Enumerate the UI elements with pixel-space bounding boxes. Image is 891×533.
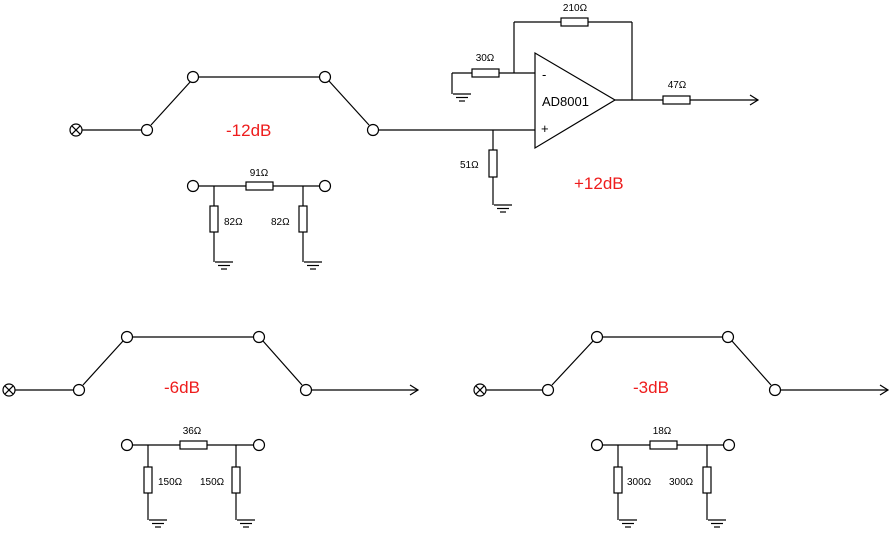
shunt-resistor <box>613 466 623 494</box>
bias-resistor <box>488 149 498 178</box>
bias-resistor-label: 51Ω <box>460 160 479 171</box>
shunt-resistor <box>143 466 153 494</box>
shunt-resistor <box>231 466 241 494</box>
switch-contact[interactable] <box>299 383 313 397</box>
output-resistor <box>662 95 691 105</box>
shunt-resistor <box>209 205 219 233</box>
ground-icon <box>303 261 323 270</box>
shunt-resistor <box>702 466 712 494</box>
shunt-resistor-label: 300Ω <box>627 477 652 488</box>
bypass-switch-12db[interactable] <box>140 70 380 137</box>
shunt-resistor-label: 150Ω <box>158 477 183 488</box>
source-cross-icon <box>473 383 487 397</box>
noninverting-pin-label: + <box>541 121 549 136</box>
ground-icon <box>148 519 168 528</box>
attenuator-terminal[interactable] <box>120 438 134 452</box>
top-section: -12dB 91Ω 82Ω 82Ω 51Ω <box>69 3 760 270</box>
attenuator-terminal[interactable] <box>318 179 332 193</box>
input-resistor-label: 30Ω <box>476 53 495 64</box>
gain-label-amp: +12dB <box>574 174 624 193</box>
switch-contact[interactable] <box>186 70 200 84</box>
pi-attenuator-3db: 18Ω 300Ω 300Ω <box>590 426 736 528</box>
attenuator-terminal[interactable] <box>722 438 736 452</box>
bypass-switch-3db[interactable] <box>541 330 782 397</box>
ground-icon <box>236 519 256 528</box>
switch-contact[interactable] <box>72 383 86 397</box>
attenuator-terminal[interactable] <box>252 438 266 452</box>
series-resistor-label: 91Ω <box>250 168 269 179</box>
series-resistor <box>245 181 274 191</box>
switch-contact[interactable] <box>252 330 266 344</box>
output-resistor-label: 47Ω <box>668 80 687 91</box>
pi-attenuator-6db: 36Ω 150Ω 150Ω <box>120 426 266 528</box>
opamp-triangle-icon <box>534 51 617 150</box>
arrow-output-icon <box>409 384 420 396</box>
source-cross-icon <box>69 123 83 137</box>
series-resistor <box>179 440 208 450</box>
ground-icon <box>493 204 513 213</box>
shunt-resistor-label: 300Ω <box>669 477 694 488</box>
feedback-resistor <box>560 17 589 27</box>
bypass-switch-6db[interactable] <box>72 330 313 397</box>
switch-contact[interactable] <box>590 330 604 344</box>
series-resistor <box>649 440 678 450</box>
switch-contact[interactable] <box>120 330 134 344</box>
feedback-resistor-label: 210Ω <box>563 3 588 14</box>
series-resistor-label: 18Ω <box>653 426 672 437</box>
attenuator-terminal[interactable] <box>590 438 604 452</box>
ground-icon <box>214 261 234 270</box>
pi-attenuator-12db: 91Ω 82Ω 82Ω <box>186 168 332 270</box>
switch-contact[interactable] <box>140 123 154 137</box>
ground-icon <box>618 519 638 528</box>
switch-contact[interactable] <box>318 70 332 84</box>
bottom-right-section: -3dB 18Ω 300Ω 300Ω <box>473 330 890 528</box>
source-cross-icon <box>2 383 16 397</box>
gain-label-3db: -3dB <box>633 378 669 397</box>
series-resistor-label: 36Ω <box>183 426 202 437</box>
shunt-resistor <box>298 205 308 233</box>
attenuator-terminal[interactable] <box>186 179 200 193</box>
arrow-output-icon <box>749 94 760 106</box>
shunt-resistor-label: 82Ω <box>224 217 243 228</box>
switch-contact[interactable] <box>721 330 735 344</box>
arrow-output-icon <box>879 384 890 396</box>
ground-icon <box>707 519 727 528</box>
switch-contact[interactable] <box>768 383 782 397</box>
inverting-pin-label: - <box>542 67 546 82</box>
shunt-resistor-label: 82Ω <box>271 217 290 228</box>
bottom-left-section: -6dB 36Ω 150Ω 150Ω <box>2 330 420 528</box>
switch-contact[interactable] <box>541 383 555 397</box>
shunt-resistor-label: 150Ω <box>200 477 225 488</box>
amplifier-name: AD8001 <box>542 94 589 109</box>
ground-icon <box>452 93 472 102</box>
input-resistor <box>471 68 500 78</box>
gain-label-12db: -12dB <box>226 121 271 140</box>
switch-contact[interactable] <box>366 123 380 137</box>
gain-label-6db: -6dB <box>164 378 200 397</box>
